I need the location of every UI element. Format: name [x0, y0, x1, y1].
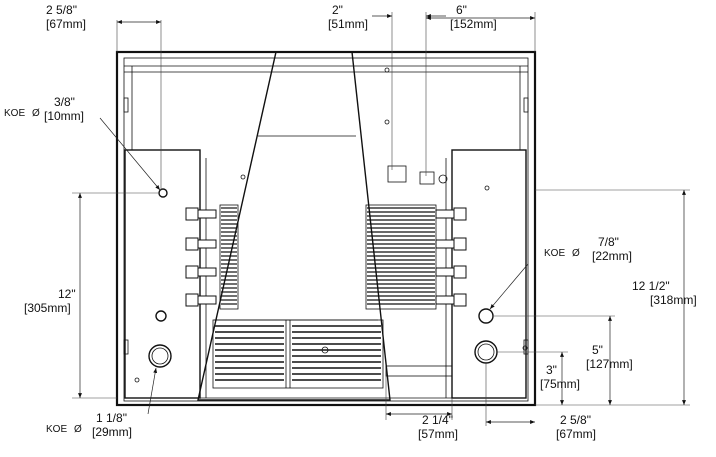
terminal-right-stem [435, 267, 455, 277]
diameter-symbol: Ø [74, 424, 82, 435]
dim-2-1-4-imperial: 2 1/4" [422, 413, 453, 427]
terminal-left-stem [197, 209, 217, 219]
koe-7-8-imperial: 7/8" [598, 235, 619, 249]
terminal-connectors [185, 207, 467, 307]
terminal-left [185, 237, 199, 251]
terminal-right-stem [435, 239, 455, 249]
terminal-left [185, 293, 199, 307]
koe-1-1-8-prefix: KOE [46, 424, 67, 435]
dim-6in-imperial: 6" [456, 3, 467, 17]
koe-7-8-prefix: KOE [544, 248, 565, 259]
koe-small-left [155, 310, 167, 322]
dim-bottom-2-5-8-metric: [67mm] [556, 427, 596, 441]
koe-3-8-imperial: 3/8" [54, 95, 75, 109]
dim-top-left-metric: [67mm] [46, 17, 86, 31]
dim-2-1-4-metric: [57mm] [418, 427, 458, 441]
diameter-symbol: Ø [32, 108, 40, 119]
koe-1-1-8-metric: [29mm] [92, 425, 132, 439]
koe-3-8-prefix: KOE [4, 108, 25, 119]
heating-element-right [365, 204, 437, 310]
dim-12-1-2-metric: [318mm] [650, 293, 697, 307]
dim-top-left-imperial: 2 5/8" [46, 3, 77, 17]
terminal-right [453, 293, 467, 307]
koe-1-1-8-knockout [148, 344, 172, 368]
dim-12in-imperial: 12" [58, 287, 76, 301]
dim-5in-imperial: 5" [592, 343, 603, 357]
dim-2in-imperial: 2" [332, 3, 343, 17]
housing-outline [115, 50, 537, 407]
dim-3in-imperial: 3" [546, 363, 557, 377]
terminal-right-stem [435, 209, 455, 219]
terminal-left-stem [197, 295, 217, 305]
terminal-left [185, 207, 199, 221]
knockouts [134, 67, 528, 383]
koe-7-8-metric: [22mm] [592, 249, 632, 263]
koe-3-8-knockout [158, 188, 168, 198]
koe-7-8-knockout [478, 308, 494, 324]
dim-12in-metric: [305mm] [24, 301, 71, 315]
koe-3-8-metric: [10mm] [44, 109, 84, 123]
dim-bottom-2-5-8-imperial: 2 5/8" [560, 413, 591, 427]
terminal-right-stem [435, 295, 455, 305]
terminal-right [453, 237, 467, 251]
diameter-symbol: Ø [572, 248, 580, 259]
terminal-left [185, 265, 199, 279]
terminal-left-stem [197, 239, 217, 249]
dim-12-1-2-imperial: 12 1/2" [632, 279, 670, 293]
koe-1-1-8-imperial: 1 1/8" [96, 411, 127, 425]
terminal-left-stem [197, 267, 217, 277]
dim-6in-metric: [152mm] [450, 17, 497, 31]
dimension-lines [72, 12, 690, 426]
heating-element-left [219, 204, 239, 310]
dim-3in-metric: [75mm] [540, 377, 580, 391]
central-duct [197, 51, 391, 401]
dim-5in-metric: [127mm] [586, 357, 633, 371]
dimension-labels: 2 5/8" [67mm] 2" [51mm] 6" [152mm] KOE Ø… [4, 3, 697, 441]
dim-2in-metric: [51mm] [328, 17, 368, 31]
terminal-right [453, 265, 467, 279]
louvre-grille [212, 319, 384, 389]
terminal-right [453, 207, 467, 221]
